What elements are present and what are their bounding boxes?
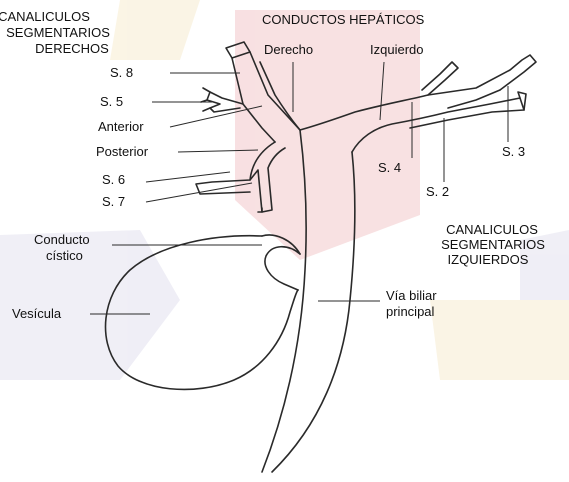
label-posterior: Posterior bbox=[96, 144, 149, 159]
cream-background-shape bbox=[110, 0, 200, 60]
label-s8: S. 8 bbox=[110, 65, 133, 80]
left-hepatic-duct-mid bbox=[428, 55, 536, 95]
label-s7: S. 7 bbox=[102, 194, 125, 209]
right-group-line-2: SEGMENTARIOS bbox=[441, 237, 545, 252]
label-s4: S. 4 bbox=[378, 160, 401, 175]
label-s5: S. 5 bbox=[100, 94, 123, 109]
background-watermark bbox=[0, 0, 569, 380]
left-group-line-2: SEGMENTARIOS bbox=[6, 25, 110, 40]
right-group-line-3: IZQUIERDOS bbox=[448, 252, 529, 267]
leader-s6 bbox=[146, 172, 230, 182]
label-conducto: Conducto bbox=[34, 232, 90, 247]
label-derecho: Derecho bbox=[264, 42, 313, 57]
left-group-line-3: DERECHOS bbox=[35, 41, 109, 56]
s5-ductule-tip bbox=[201, 88, 210, 111]
label-principal: principal bbox=[386, 304, 435, 319]
label-s6: S. 6 bbox=[102, 172, 125, 187]
s2-ductule-tip bbox=[518, 92, 526, 110]
label-s3: S. 3 bbox=[502, 144, 525, 159]
left-group-line-1: CANALICULOS bbox=[0, 9, 90, 24]
label-cistico: cístico bbox=[46, 248, 83, 263]
label-via-biliar: Vía biliar bbox=[386, 288, 437, 303]
right-group-line-1: CANALICULOS bbox=[446, 222, 538, 237]
label-vesicula: Vesícula bbox=[12, 306, 62, 321]
lavender-background-shape-left bbox=[0, 230, 180, 380]
cream-background-shape-right bbox=[430, 300, 569, 380]
label-izquierdo: Izquierdo bbox=[370, 42, 423, 57]
title-conductos-hepaticos: CONDUCTOS HEPÁTICOS bbox=[262, 12, 425, 27]
label-s2: S. 2 bbox=[426, 184, 449, 199]
left-duct-inner bbox=[448, 90, 500, 108]
label-anterior: Anterior bbox=[98, 119, 144, 134]
